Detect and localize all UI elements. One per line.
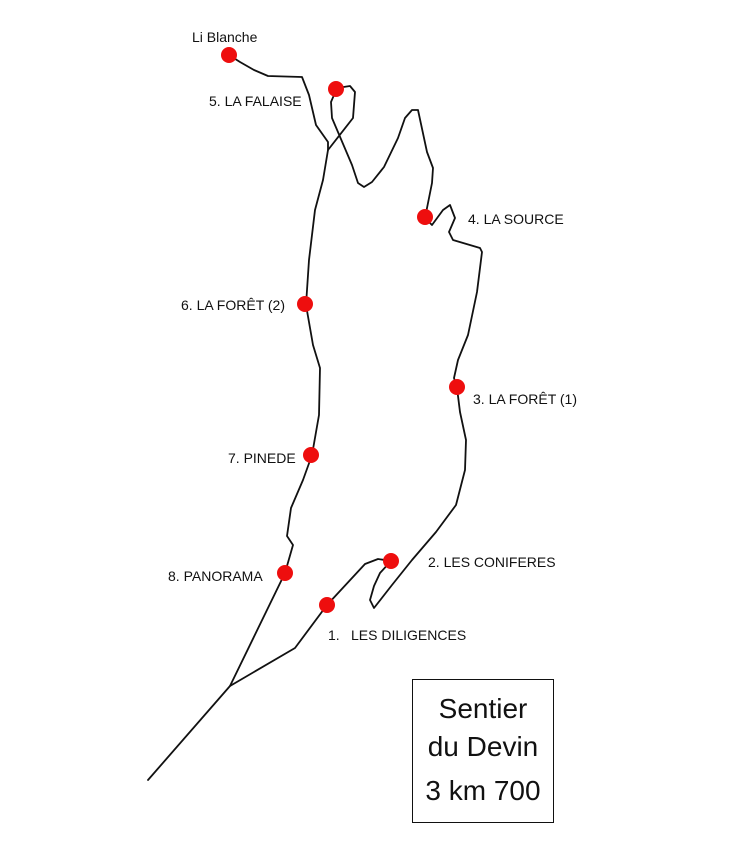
label-pinede: 7. PINEDE <box>228 450 296 466</box>
label-li-blanche: Li Blanche <box>192 29 258 45</box>
marker-les-diligences <box>319 597 335 613</box>
marker-les-coniferes <box>383 553 399 569</box>
label-la-foret-1: 3. LA FORÊT (1) <box>473 391 577 407</box>
label-la-foret-2: 6. LA FORÊT (2) <box>181 297 285 313</box>
marker-panorama <box>277 565 293 581</box>
label-la-falaise: 5. LA FALAISE <box>209 93 302 109</box>
marker-la-foret-1 <box>449 379 465 395</box>
marker-la-source <box>417 209 433 225</box>
access-road <box>147 685 231 781</box>
label-panorama: 8. PANORAMA <box>168 568 263 584</box>
marker-la-foret-2 <box>297 296 313 312</box>
trail-title-line1: Sentier <box>438 693 528 724</box>
marker-li-blanche <box>221 47 237 63</box>
marker-pinede <box>303 447 319 463</box>
trail-title-line2: du Devin <box>427 731 539 762</box>
label-les-diligences: LES DILIGENCES <box>351 627 466 643</box>
trail-loop <box>229 85 483 687</box>
label-les-coniferes: 2. LES CONIFERES <box>428 554 556 570</box>
label-la-source: 4. LA SOURCE <box>468 211 564 227</box>
spur-li-blanche <box>228 54 329 151</box>
marker-la-falaise <box>328 81 344 97</box>
trail-title-box: Sentier du Devin 3 km 700 <box>412 679 554 823</box>
label-les-diligences-number: 1. <box>328 627 340 643</box>
trail-distance: 3 km 700 <box>425 775 541 806</box>
